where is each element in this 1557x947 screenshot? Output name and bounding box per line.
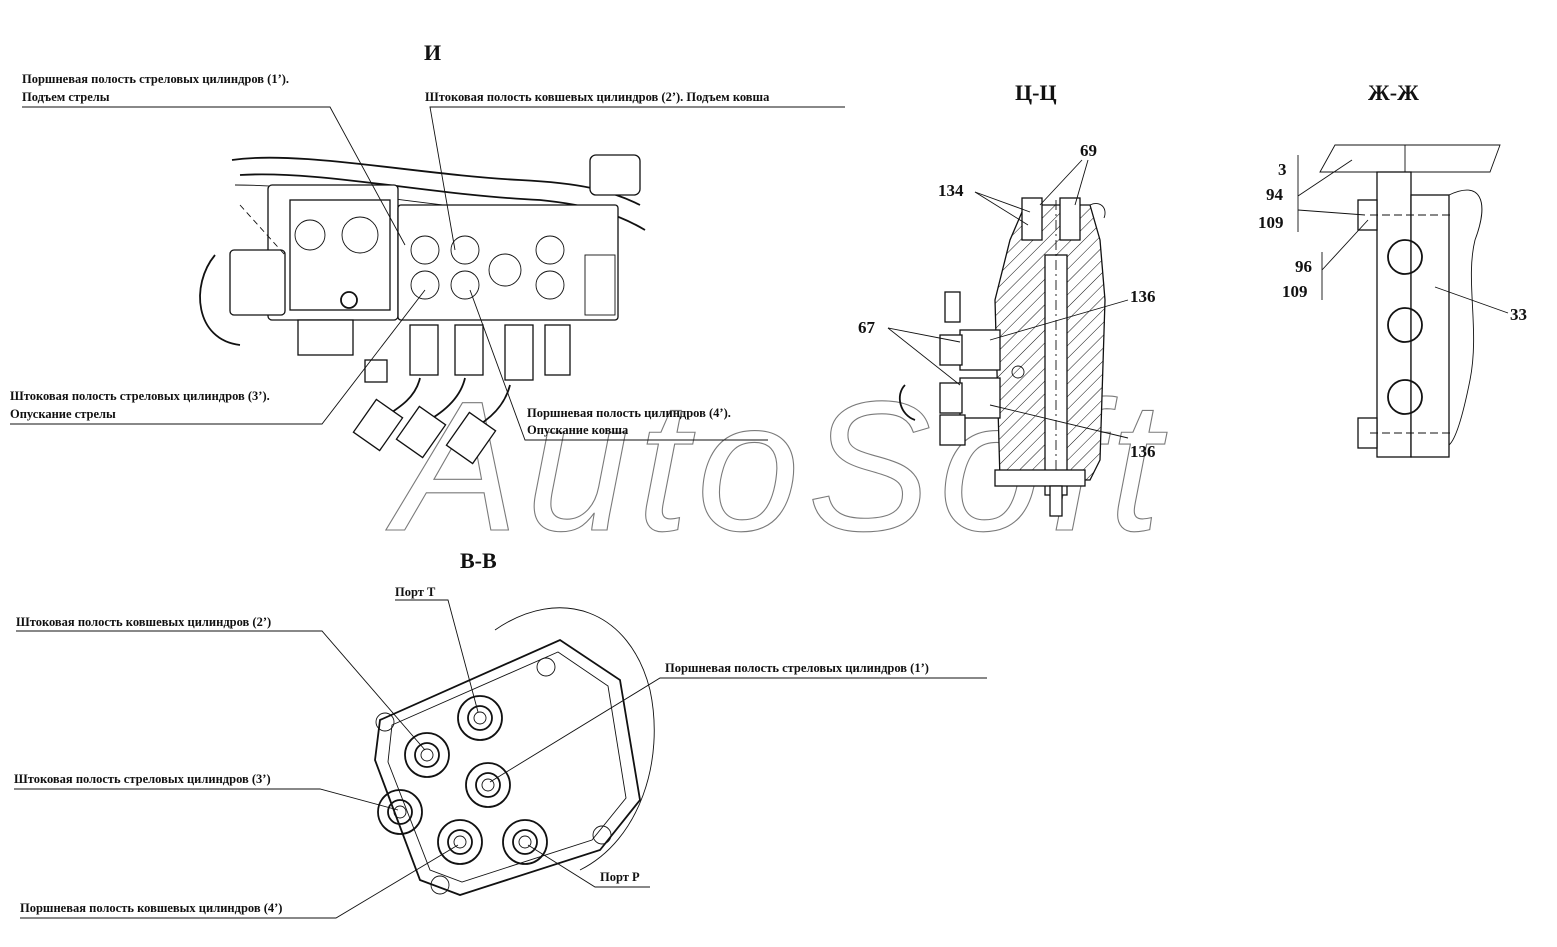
label-port-t: Порт Т [395, 585, 436, 599]
label-boom-piston-raise-2: Подъем стрелы [22, 90, 110, 104]
hoses [352, 324, 571, 465]
view-ts-title: Ц-Ц [1015, 80, 1057, 105]
view-i-title: И [424, 40, 441, 65]
label-v-boom-rod: Штоковая полость стреловых цилиндров (3’… [14, 772, 271, 786]
leader-boom-rod-lower [10, 289, 426, 425]
label-bucket-rod-raise: Штоковая полость ковшевых цилиндров (2’)… [425, 90, 770, 104]
callout-94: 94 [1266, 185, 1284, 204]
callout-109-top: 109 [1258, 213, 1284, 232]
callout-136-bottom: 136 [1130, 442, 1156, 461]
label-boom-rod-lower-1: Штоковая полость стреловых цилиндров (3’… [10, 389, 270, 403]
view-ts: Ц-Ц 69 134 136 67 [858, 80, 1156, 517]
valve-spools [410, 235, 616, 316]
port-block-drawing [374, 607, 655, 896]
label-port-p: Порт Р [600, 870, 640, 884]
view-zh: Ж-Ж 3 94 109 96 109 33 [1258, 80, 1527, 458]
callout-134: 134 [938, 181, 964, 200]
leader-v-boom-rod [14, 788, 399, 811]
leader-boom-piston-raise [22, 106, 406, 246]
leader-bucket-piston-lower [469, 289, 768, 441]
label-v-bucket-rod: Штоковая полость ковшевых цилиндров (2’) [16, 615, 271, 629]
label-bucket-piston-lower-2: Опускание ковша [527, 423, 629, 437]
view-v-title: В-В [460, 548, 497, 573]
callout-96: 96 [1295, 257, 1312, 276]
callout-67: 67 [858, 318, 876, 337]
leader-port-t [395, 599, 479, 713]
callout-33: 33 [1510, 305, 1527, 324]
section-drawing [898, 197, 1106, 517]
valve-block-drawing [199, 154, 646, 465]
label-bucket-piston-lower-1: Поршневая полость цилиндров (4’). [527, 406, 731, 420]
callout-136-top: 136 [1130, 287, 1156, 306]
view-i: И [10, 40, 845, 465]
callout-69: 69 [1080, 141, 1097, 160]
callout-109-bottom: 109 [1282, 282, 1308, 301]
leader-bucket-rod-raise [429, 106, 845, 251]
view-v: В-В Порт Т Штоковая полость ковшевых цил… [14, 548, 987, 919]
label-v-boom-piston: Поршневая полость стреловых цилиндров (1… [665, 661, 929, 675]
label-v-bucket-piston: Поршневая полость ковшевых цилиндров (4’… [20, 901, 282, 915]
label-boom-rod-lower-2: Опускание стрелы [10, 407, 116, 421]
leader-v-boom-piston [489, 677, 987, 783]
callout-3: 3 [1278, 160, 1287, 179]
leader-port-p [527, 844, 650, 888]
port-fittings [377, 695, 548, 865]
leader-v-bucket-piston [20, 844, 459, 919]
view-zh-title: Ж-Ж [1368, 80, 1419, 105]
plate-drawing [1319, 144, 1501, 458]
leader-v-bucket-rod [16, 630, 426, 751]
label-boom-piston-raise-1: Поршневая полость стреловых цилиндров (1… [22, 72, 289, 86]
